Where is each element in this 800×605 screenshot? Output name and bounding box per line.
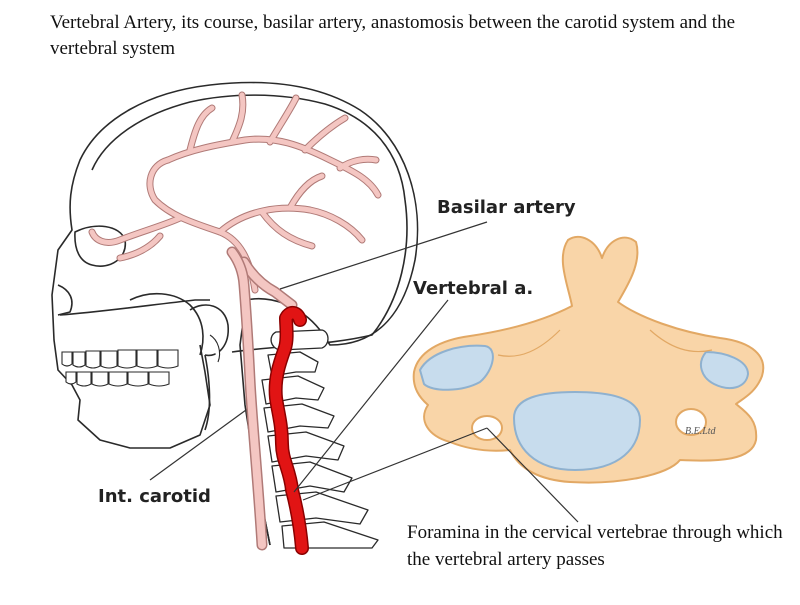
basilar-leader-line bbox=[279, 221, 488, 290]
leader-lines bbox=[149, 221, 579, 523]
cerebral-arteries bbox=[88, 91, 382, 294]
teeth bbox=[61, 334, 221, 387]
foramina-caption: Foramina in the cervical vertebrae throu… bbox=[407, 522, 783, 570]
foramen-leader-line-right bbox=[486, 427, 579, 523]
foramen-leader-line-left bbox=[302, 427, 488, 501]
carotid-leader-line bbox=[149, 409, 247, 481]
basilar-artery-label: Basilar artery bbox=[437, 197, 576, 218]
right-transverse-foramen bbox=[675, 408, 707, 436]
diagram-title: Vertebral Artery, its course, basilar ar… bbox=[50, 12, 736, 59]
vertebral-artery-label: Vertebral a. bbox=[413, 278, 534, 299]
vertebral-artery bbox=[268, 306, 309, 555]
credit-mark: B.E.Ltd bbox=[685, 426, 716, 437]
left-articular-facet bbox=[419, 344, 494, 391]
vertebra-illustration bbox=[412, 235, 765, 484]
skull-outline bbox=[51, 81, 419, 546]
internal-carotid-label: Int. carotid bbox=[98, 486, 211, 507]
vertebral-leader-line bbox=[293, 299, 449, 493]
basilar-artery bbox=[238, 256, 298, 311]
right-articular-facet bbox=[699, 351, 749, 390]
spinal-canal bbox=[513, 391, 641, 471]
internal-carotid-artery bbox=[226, 246, 268, 551]
